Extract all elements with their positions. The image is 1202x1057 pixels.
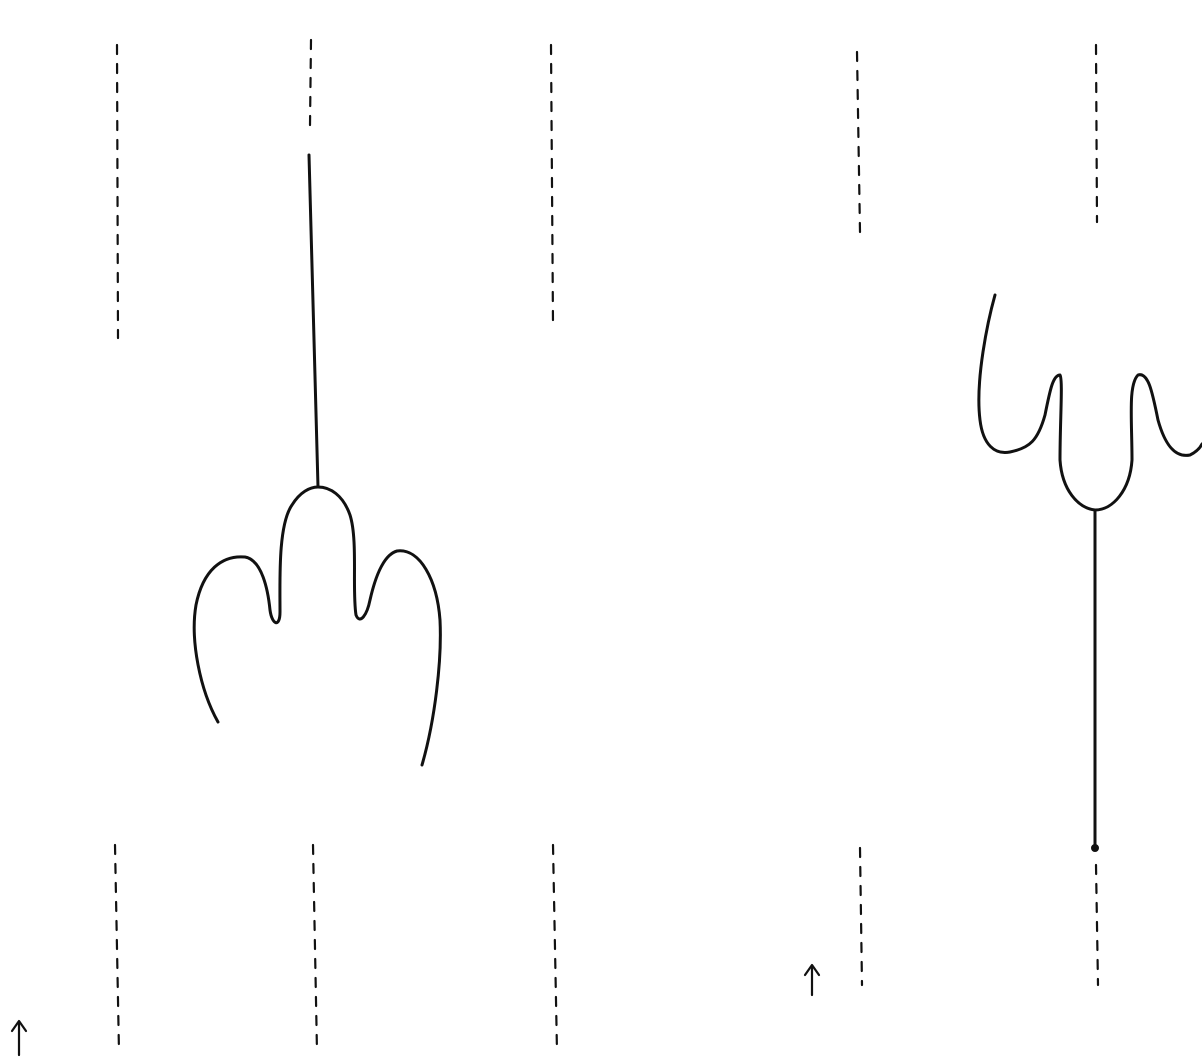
dashed-line-bottom-3	[553, 845, 557, 1052]
left-bulb-outline	[194, 487, 440, 765]
dashed-line-top-5	[1096, 45, 1097, 222]
right-trident-outline	[979, 295, 1202, 510]
up-arrow-icon-2	[805, 965, 819, 995]
right-stem-end-dot	[1093, 846, 1098, 851]
dashed-line-bottom-2	[313, 845, 317, 1052]
dashed-line-bottom-1	[115, 845, 119, 1052]
dashed-line-top-1	[117, 45, 118, 338]
dashed-line-top-3	[551, 45, 553, 325]
top-dashed-lines	[117, 40, 1097, 338]
dashed-line-top-4	[857, 52, 860, 232]
bottom-dashed-lines	[115, 845, 1098, 1052]
three-lobed-bulb-icon	[194, 155, 440, 765]
dashed-line-top-2	[310, 40, 311, 125]
dashed-line-bottom-5	[1096, 865, 1098, 985]
trident-fork-icon	[979, 295, 1202, 851]
up-arrow-icon	[12, 1021, 26, 1055]
left-stem	[309, 155, 318, 487]
dashed-line-bottom-4	[860, 848, 862, 985]
